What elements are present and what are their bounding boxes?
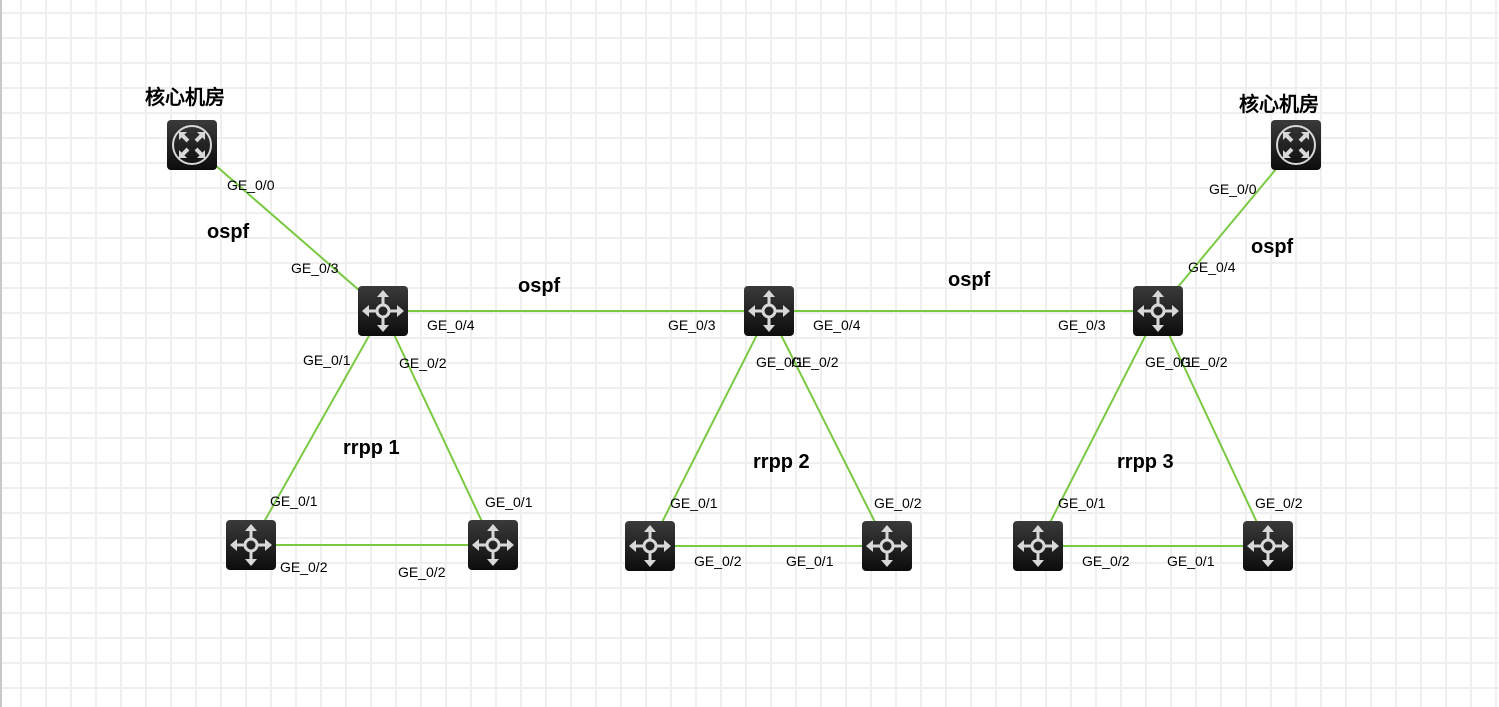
- switch-arrows-icon: [230, 524, 272, 566]
- port-label: GE_0/2: [1082, 553, 1130, 569]
- link-s1-b1[interactable]: [382, 310, 494, 546]
- switch-arrows-icon: [748, 290, 790, 332]
- link-core2-s3[interactable]: [1157, 144, 1297, 312]
- switch-s1[interactable]: [358, 286, 408, 336]
- port-label: GE_0/0: [1209, 181, 1257, 197]
- port-label: GE_0/2: [398, 564, 446, 580]
- port-label: GE_0/2: [694, 553, 742, 569]
- switch-b1[interactable]: [468, 520, 518, 570]
- router-cross-arrows-icon: [1276, 125, 1316, 165]
- link-core1-s1[interactable]: [191, 144, 384, 312]
- protocol-label: ospf: [518, 275, 561, 297]
- link-s2-a2[interactable]: [649, 310, 770, 547]
- port-label: GE_0/1: [270, 493, 318, 509]
- switch-arrows-icon: [362, 290, 404, 332]
- port-label: GE_0/4: [1188, 259, 1236, 275]
- switch-arrows-icon: [866, 525, 908, 567]
- switch-a2[interactable]: [625, 521, 675, 571]
- port-label: GE_0/2: [791, 354, 839, 370]
- switch-a1[interactable]: [226, 520, 276, 570]
- port-label: GE_0/1: [1167, 553, 1215, 569]
- port-label: GE_0/0: [227, 177, 275, 193]
- link-s2-b2[interactable]: [768, 310, 888, 547]
- switch-b3[interactable]: [1243, 521, 1293, 571]
- protocol-label: rrpp 2: [753, 451, 810, 473]
- port-label: GE_0/2: [874, 495, 922, 511]
- port-label: GE_0/1: [1145, 354, 1193, 370]
- core-router-core1[interactable]: [167, 120, 217, 170]
- switch-arrows-icon: [1137, 290, 1179, 332]
- port-label: GE_0/2: [280, 559, 328, 575]
- protocol-label: rrpp 1: [343, 437, 400, 459]
- port-label: GE_0/3: [668, 317, 716, 333]
- port-label: GE_0/4: [427, 317, 475, 333]
- protocol-label: ospf: [207, 221, 250, 243]
- port-label: GE_0/4: [813, 317, 861, 333]
- port-label: GE_0/1: [485, 494, 533, 510]
- port-label: GE_0/3: [291, 260, 339, 276]
- protocol-label: ospf: [1251, 236, 1294, 258]
- port-label: GE_0/2: [399, 355, 447, 371]
- switch-arrows-icon: [1247, 525, 1289, 567]
- switch-arrows-icon: [1017, 525, 1059, 567]
- switch-s2[interactable]: [744, 286, 794, 336]
- port-label: GE_0/3: [1058, 317, 1106, 333]
- switch-a3[interactable]: [1013, 521, 1063, 571]
- core-router-core2[interactable]: [1271, 120, 1321, 170]
- port-label: GE_0/1: [786, 553, 834, 569]
- site-title: 核心机房: [1239, 92, 1319, 116]
- port-label: GE_0/1: [1058, 495, 1106, 511]
- link-s3-b3[interactable]: [1157, 310, 1269, 547]
- router-cross-arrows-icon: [172, 125, 212, 165]
- switch-b2[interactable]: [862, 521, 912, 571]
- port-label: GE_0/1: [670, 495, 718, 511]
- switch-arrows-icon: [472, 524, 514, 566]
- protocol-label: rrpp 3: [1117, 451, 1174, 473]
- port-label: GE_0/2: [1255, 495, 1303, 511]
- port-label: GE_0/2: [1180, 354, 1228, 370]
- switch-arrows-icon: [629, 525, 671, 567]
- switch-s3[interactable]: [1133, 286, 1183, 336]
- link-s3-a3[interactable]: [1037, 310, 1159, 547]
- link-s1-a1[interactable]: [250, 310, 384, 546]
- site-title: 核心机房: [145, 85, 225, 109]
- protocol-label: ospf: [948, 269, 991, 291]
- port-label: GE_0/1: [303, 352, 351, 368]
- port-label: GE_0/1: [756, 354, 804, 370]
